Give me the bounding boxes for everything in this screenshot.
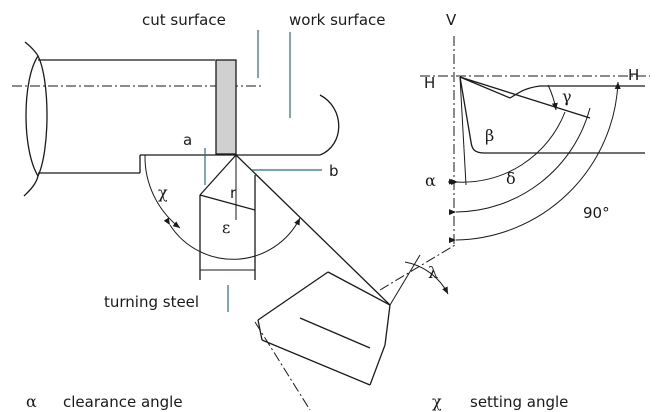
- cutting-tool: [199, 154, 391, 306]
- work-surface-arc: [319, 94, 340, 156]
- lambda-arc: [404, 261, 449, 295]
- tool-detail-view: [254, 244, 456, 411]
- chip-face: [509, 85, 645, 99]
- break-line-top: [24, 41, 39, 57]
- detail-left: [257, 319, 263, 341]
- legend-alpha-symbol: α: [26, 392, 37, 411]
- lambda-edge-line: [389, 254, 421, 306]
- epsilon-arc: [163, 217, 301, 260]
- detail-top-left: [257, 271, 329, 321]
- chi-label: χ: [158, 183, 168, 202]
- tool-main-edge: [235, 154, 391, 306]
- legend-alpha-text: clearance angle: [63, 393, 183, 411]
- H-right-label: H: [628, 66, 639, 84]
- alpha-label: α: [425, 171, 436, 190]
- detail-centerline: [254, 321, 311, 411]
- break-line-bottom: [23, 175, 39, 197]
- r-label: r: [230, 184, 237, 202]
- b-label: b: [329, 162, 339, 180]
- detail-bottom: [261, 339, 371, 386]
- detail-front: [384, 304, 391, 346]
- turning-steel-label: turning steel: [104, 293, 199, 311]
- detail-top-edge: [327, 271, 391, 306]
- cut-surface-label: cut surface: [142, 11, 226, 29]
- gamma-label: γ: [562, 87, 572, 106]
- V-label: V: [446, 11, 457, 29]
- ninety-label: 90°: [583, 204, 610, 222]
- legend-chi-text: setting angle: [470, 393, 568, 411]
- detail-front-bottom: [369, 344, 386, 386]
- tool-flank-left: [199, 154, 237, 196]
- H-left-label: H: [424, 74, 435, 92]
- a-label: a: [183, 131, 192, 149]
- tool-shank: [215, 59, 237, 155]
- epsilon-label: ε: [222, 218, 230, 237]
- ninety-arc: [448, 81, 621, 244]
- right-angle-view: [420, 36, 650, 245]
- beta-label: β: [485, 126, 494, 145]
- delta-arc: [448, 107, 591, 216]
- wedge-rake-start: [459, 76, 511, 99]
- work-surface-label: work surface: [289, 11, 386, 29]
- lambda-label: λ: [428, 263, 438, 282]
- legend-chi-symbol: χ: [432, 392, 442, 411]
- workpiece: [12, 41, 340, 197]
- delta-label: δ: [506, 169, 516, 188]
- workpiece-section: [25, 54, 48, 178]
- lambda-ref-line: [379, 244, 456, 291]
- detail-inner: [299, 317, 371, 349]
- tool-inner-line: [199, 194, 256, 211]
- legend: α clearance angle χ setting angle: [26, 392, 568, 411]
